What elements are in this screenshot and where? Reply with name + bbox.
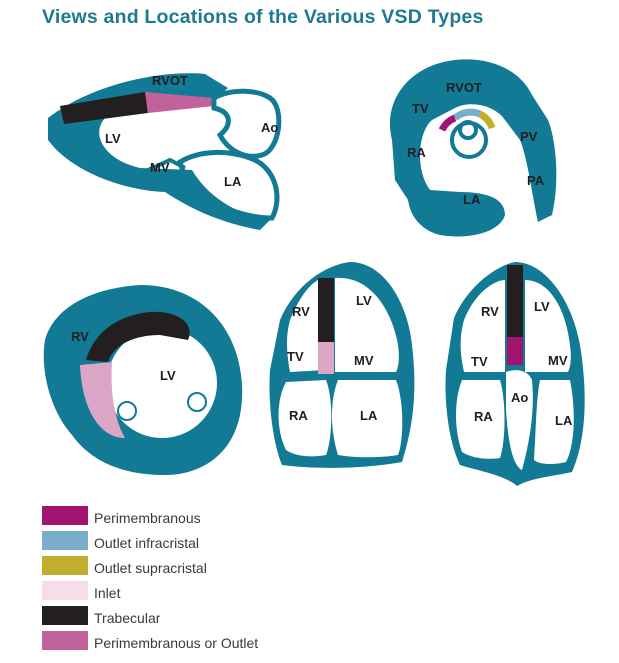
long-axis-perimembranous-outlet-band [145, 92, 214, 113]
fc-rv-cavity [287, 278, 326, 372]
long-axis-left-atrium [177, 149, 280, 221]
sagv-ring-perimembranous [438, 114, 457, 132]
fiv-perimembranous-septum [507, 337, 523, 365]
fc-lv-cavity [335, 277, 399, 372]
long-axis-ao-label: Ao [261, 120, 278, 135]
sav-inlet-region [80, 362, 125, 438]
sagv-rvot-label: RVOT [446, 80, 482, 95]
fiv-rv-label: RV [481, 304, 499, 319]
legend-swatch [42, 556, 88, 575]
legend-swatch [42, 606, 88, 625]
fiv-tv-label: TV [471, 354, 488, 369]
long-axis-trabecular-band [60, 92, 148, 124]
sav-trabecular-band [86, 311, 190, 362]
legend-swatch [42, 531, 88, 550]
sav-papillary-right [187, 392, 207, 412]
long-axis-mv-label: MV [150, 160, 170, 175]
fc-mv-label: MV [354, 353, 374, 368]
sav-lv-cavity [107, 328, 217, 438]
sagv-ra-label: RA [407, 145, 426, 160]
long-axis-view: RVOT LV MV Ao LA [48, 73, 282, 230]
fc-trabecular-septum [318, 278, 334, 342]
fc-inlet-septum [318, 342, 334, 374]
sav-papillary-left [117, 401, 137, 421]
legend-swatch [42, 506, 88, 525]
fc-rv-label: RV [292, 304, 310, 319]
sagv-outer-wall [389, 59, 557, 237]
legend-swatch [42, 581, 88, 600]
fiv-ao-label: Ao [511, 390, 528, 405]
fiv-right-atrium [456, 380, 505, 459]
legend-label: Perimembranous or Outlet [94, 635, 259, 651]
fc-right-atrium [278, 380, 332, 457]
fc-tv-label: TV [287, 349, 304, 364]
legend-label: Inlet [94, 585, 121, 601]
fiv-lv-label: LV [534, 299, 550, 314]
five-chamber-view: RV LV TV MV Ao RA LA [445, 262, 585, 486]
fc-left-atrium [332, 380, 403, 458]
fiv-ra-label: RA [474, 409, 493, 424]
legend-label: Trabecular [94, 610, 161, 626]
legend-label: Perimembranous [94, 510, 201, 526]
fiv-mv-label: MV [548, 353, 568, 368]
sagv-aortic-valve [449, 120, 489, 159]
page-title: Views and Locations of the Various VSD T… [42, 6, 484, 28]
long-axis-aorta [211, 88, 282, 159]
fiv-rv-cavity [460, 280, 505, 372]
vsd-views-diagram: RVOT LV MV Ao LA RVOT TV PV RA PA LA RV … [43, 59, 585, 486]
legend-label: Outlet supracristal [94, 560, 207, 576]
fiv-lv-cavity [525, 280, 571, 372]
sav-rv-label: RV [71, 329, 89, 344]
long-axis-rvot-label: RVOT [152, 73, 188, 88]
legend-swatch [42, 631, 88, 650]
sagv-ring-outlet-supracristal [478, 110, 496, 130]
long-axis-la-label: LA [224, 174, 242, 189]
four-chamber-view: RV LV TV MV RA LA [269, 262, 415, 468]
sagv-pa-label: PA [527, 173, 545, 188]
short-axis-great-vessels-view: RVOT TV PV RA PA LA [389, 59, 557, 237]
fiv-left-atrium [534, 380, 574, 465]
long-axis-mitral-leaflet [147, 157, 186, 172]
legend-label: Outlet infracristal [94, 535, 200, 551]
fc-ra-label: RA [289, 408, 308, 423]
fiv-aorta [506, 370, 533, 470]
fc-la-label: LA [360, 408, 378, 423]
fc-lv-label: LV [356, 293, 372, 308]
sagv-pv-label: PV [520, 129, 538, 144]
short-axis-ventricles-view: RV LV [43, 285, 243, 475]
sagv-la-label: LA [463, 192, 481, 207]
long-axis-lv-label: LV [105, 131, 121, 146]
fiv-trabecular-septum [507, 265, 523, 337]
fiv-la-label: LA [555, 413, 573, 428]
sagv-tv-label: TV [412, 101, 429, 116]
sav-lv-label: LV [160, 368, 176, 383]
sagv-ring-outlet-infracristal [452, 108, 482, 121]
